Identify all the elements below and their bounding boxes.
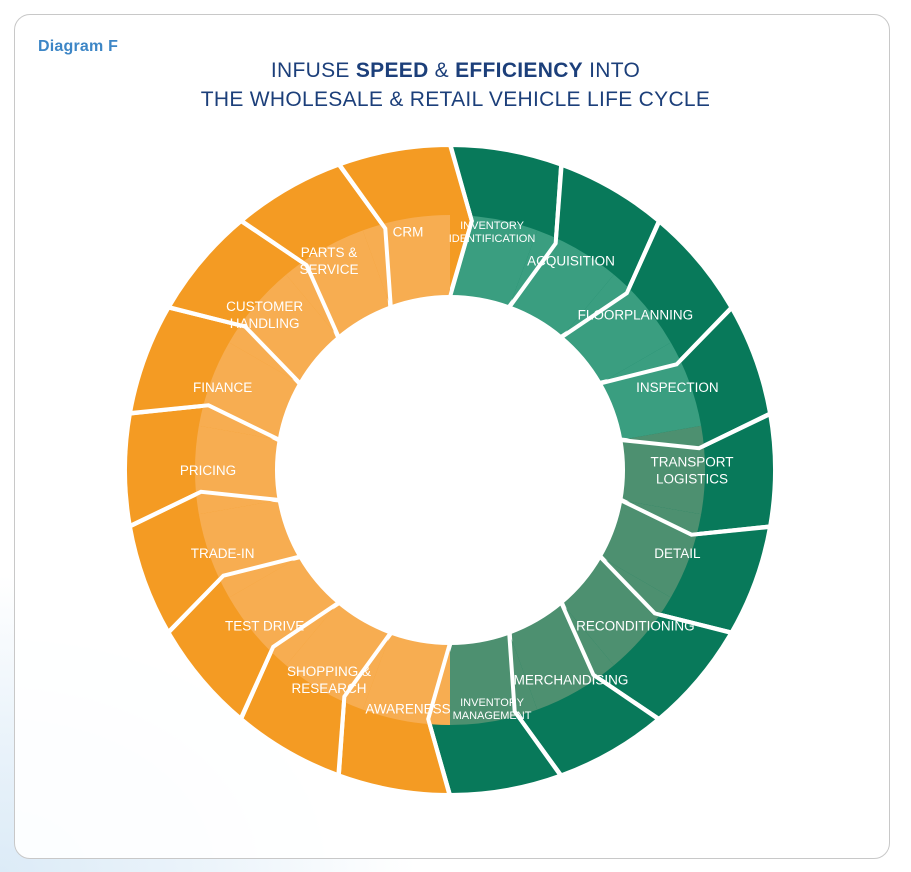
segment-inner-5 <box>622 425 706 515</box>
title-mid: & <box>428 59 456 82</box>
segment-inner-11 <box>286 604 391 710</box>
segment-label-line: RESEARCH <box>291 681 366 696</box>
segment-label-11: SHOPPING & RESEARCH <box>287 664 371 696</box>
segment-label-15: FINANCE <box>193 380 252 395</box>
title-pre: INFUSE <box>270 59 356 82</box>
segment-inner-7 <box>562 557 671 666</box>
segment-label-line: TEST DRIVE <box>225 619 304 634</box>
segment-label-line: SHOPPING & <box>287 664 371 679</box>
segment-label-line: INVENTORY <box>460 220 524 232</box>
segment-label-18: CRM <box>393 225 424 240</box>
segment-label-line: CRM <box>393 225 424 240</box>
segment-separator-11 <box>336 631 393 778</box>
segment-label-3: FLOORPLANNING <box>578 307 694 322</box>
segment-label-8: MERCHANDISING <box>514 673 629 688</box>
segment-separator-17 <box>238 217 341 339</box>
segment-label-line: HANDLING <box>230 316 300 331</box>
segment-separator-15 <box>127 403 281 442</box>
segment-separator-2 <box>507 162 564 309</box>
segment-label-2: ACQUISITION <box>527 253 615 268</box>
segment-inner-16 <box>229 274 338 383</box>
segment-separator-7 <box>598 555 734 636</box>
segment-label-12: TEST DRIVE <box>225 619 304 634</box>
segment-label-line: FINANCE <box>193 380 252 395</box>
segment-separator-8 <box>559 601 662 723</box>
segment-inner-3 <box>562 274 671 383</box>
segment-label-7: RECONDITIONING <box>576 619 695 634</box>
segment-inner-6 <box>601 500 702 598</box>
segment-separator-3 <box>560 218 663 340</box>
title-line-1: INFUSE SPEED & EFFICIENCY INTO <box>0 56 911 85</box>
segment-label-line: RECONDITIONING <box>576 619 695 634</box>
segment-label-6: DETAIL <box>654 546 701 561</box>
segment-inner-12 <box>229 557 338 666</box>
title-line-2: THE WHOLESALE & RETAIL VEHICLE LIFE CYCL… <box>200 88 711 111</box>
segment-label-10: AWARENESS <box>365 701 450 716</box>
segment-label-line: SERVICE <box>299 262 358 277</box>
segment-separator-6 <box>619 498 773 537</box>
segment-separator-14 <box>127 489 280 529</box>
segment-separator-16 <box>166 304 302 385</box>
segment-inner-15 <box>198 342 299 440</box>
segment-inner-10 <box>362 634 450 725</box>
segment-label-line: TRADE-IN <box>191 546 255 561</box>
segment-separator-18 <box>336 161 393 308</box>
segment-separator-5 <box>620 411 773 451</box>
segment-label-line: MANAGEMENT <box>453 710 532 722</box>
title-speed: SPEED <box>355 59 429 82</box>
segment-label-17: PARTS & SERVICE <box>299 245 358 277</box>
segment-label-13: TRADE-IN <box>191 546 255 561</box>
segment-label-line: TRANSPORT <box>650 455 733 470</box>
title-efficiency: EFFICIENCY <box>455 59 583 82</box>
segment-label-line: INVENTORY <box>460 697 524 709</box>
segment-separator-9 <box>507 632 564 779</box>
segment-label-4: INSPECTION <box>636 380 719 395</box>
segment-label-14: PRICING <box>180 463 236 478</box>
segment-separator-4 <box>599 305 735 386</box>
segment-inner-8 <box>509 604 614 710</box>
segment-label-line: AWARENESS <box>365 701 450 716</box>
segment-label-line: CUSTOMER <box>226 299 303 314</box>
segment-label-line: FLOORPLANNING <box>578 307 694 322</box>
title-post: INTO <box>582 59 641 82</box>
page-title: INFUSE SPEED & EFFICIENCY INTO THE WHOLE… <box>0 56 911 114</box>
segment-label-line: ACQUISITION <box>527 253 615 268</box>
segment-inner-17 <box>286 230 391 336</box>
segment-label-line: INSPECTION <box>636 380 719 395</box>
diagram-label: Diagram F <box>38 38 119 55</box>
wheel-center <box>276 296 624 644</box>
segment-label-line: LOGISTICS <box>656 472 728 487</box>
segment-label-5: TRANSPORT LOGISTICS <box>650 455 733 487</box>
segment-inner-4 <box>601 342 702 440</box>
segment-label-16: CUSTOMER HANDLING <box>226 299 303 331</box>
segment-separator-12 <box>237 600 340 722</box>
segment-separator-13 <box>165 554 301 635</box>
segment-separator-1 <box>448 142 474 298</box>
segment-inner-1 <box>450 215 538 306</box>
segment-inner-2 <box>509 230 614 336</box>
segment-label-line: DETAIL <box>654 546 701 561</box>
segment-label-line: IDENTIFICATION <box>449 233 536 245</box>
segment-separator-10 <box>426 642 452 798</box>
wheel-segments <box>123 142 777 798</box>
segment-label-line: PARTS & <box>301 245 358 260</box>
segment-inner-13 <box>198 500 299 598</box>
segment-label-line: PRICING <box>180 463 236 478</box>
segment-label-line: MERCHANDISING <box>514 673 629 688</box>
